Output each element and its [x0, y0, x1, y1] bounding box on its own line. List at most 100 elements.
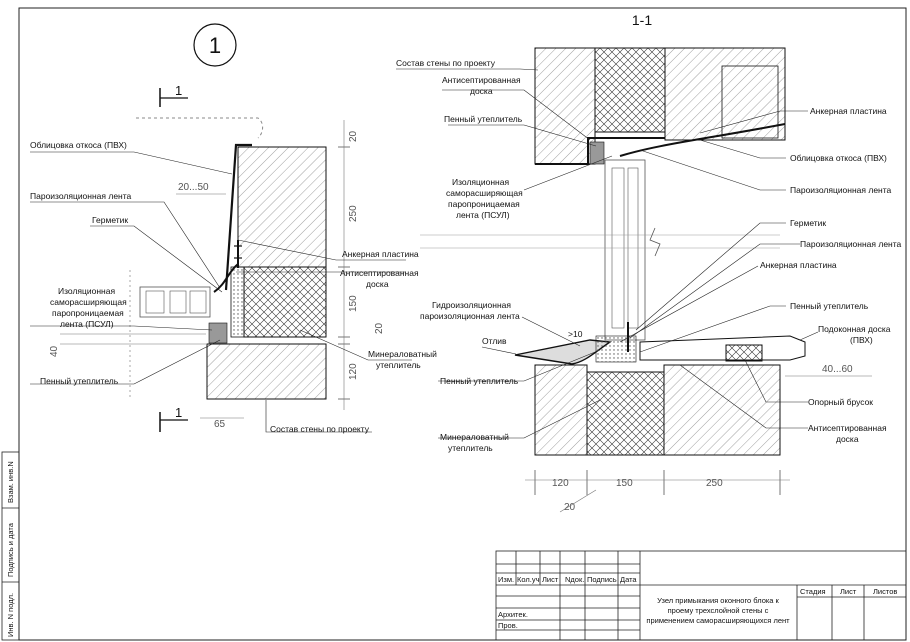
view2-label-germetik: Герметик: [790, 218, 826, 228]
view2-dim-250: 250: [706, 478, 723, 489]
stamp-vzam: Взам. инв.N: [6, 461, 15, 503]
view1-dim-20-mid: 20: [374, 322, 385, 334]
section-ref-bottom: 1: [175, 405, 182, 420]
top-cladding: [619, 123, 786, 157]
section-ref-top: 1: [175, 83, 182, 98]
view2-label-antisept-top-2: доска: [470, 86, 493, 96]
wall-bottom: [206, 343, 327, 400]
foam-block: [208, 322, 228, 344]
view-1: 1 1 1: [30, 23, 437, 434]
view2-label-paroizol-bot: Пароизоляционная лента: [800, 239, 902, 249]
view2-label-psul-1: Изоляционная: [452, 177, 509, 187]
view2-label-antisept-bot-2: доска: [836, 434, 859, 444]
tb-desc-1: Узел примыкания оконного блока к: [657, 596, 779, 605]
view1-dim-120: 120: [348, 363, 359, 380]
view2-dim-120: 120: [552, 478, 569, 489]
view2-label-podokon-2: (ПВХ): [850, 335, 873, 345]
slope-cladding: [224, 143, 252, 291]
support-bar: [725, 344, 763, 362]
bottom-wall-left: [534, 364, 588, 456]
view2-label-opor: Опорный брусок: [808, 397, 873, 407]
view1-dim-250: 250: [348, 205, 359, 222]
view1-dim-65: 65: [214, 419, 226, 430]
view1-label-mineral-2: утеплитель: [376, 360, 421, 370]
view2-dim-20: 20: [564, 502, 576, 513]
tb-col-ndok: Nдок.: [565, 575, 584, 584]
view2-label-oblitsovka: Облицовка откоса (ПВХ): [790, 153, 887, 163]
view1-label-antisept-2: доска: [366, 279, 389, 289]
view2-label-antisept-bot-1: Антисептированная: [808, 423, 887, 433]
view2-label-penny-left: Пенный утеплитель: [440, 376, 519, 386]
top-wall-right: [664, 47, 786, 141]
view2-label-otliv: Отлив: [482, 336, 507, 346]
sill-board: [639, 335, 806, 361]
view1-label-ankernaya: Анкерная пластина: [342, 249, 419, 259]
top-wall-left: [534, 47, 596, 165]
tb-listov: Листов: [873, 587, 897, 596]
section-cut-top: 1: [159, 83, 188, 107]
view1-label-psul-3: паропроницаемая: [52, 308, 124, 318]
view2-label-psul-3: паропроницаемая: [448, 199, 520, 209]
tb-stadiya: Стадия: [800, 587, 826, 596]
bottom-wall-insulation: [586, 371, 665, 456]
view2-dim-40-60: 40...60: [822, 364, 853, 375]
view2-dim-150: 150: [616, 478, 633, 489]
view2-label-slope: >10: [568, 329, 583, 339]
view1-label-penny: Пенный утеплитель: [40, 376, 119, 386]
view1-label-mineral-1: Минераловатный: [368, 349, 437, 359]
view1-label-psul-2: саморасширяющая: [50, 297, 127, 307]
wall-insulation: [243, 266, 327, 338]
view2-label-ankernaya-top: Анкерная пластина: [810, 106, 887, 116]
sheet-frame: [18, 7, 907, 641]
sealant-curve: [213, 263, 239, 293]
view2-label-psul-2: саморасширяющая: [446, 188, 523, 198]
side-stamp: Взам. инв.N Подпись и дата Инв. N подл.: [1, 451, 20, 641]
top-slope: [535, 137, 665, 165]
view1-dim-20-top: 20: [348, 130, 359, 142]
section-cut-bottom: 1: [159, 405, 188, 432]
view1-marker: 1: [209, 33, 221, 58]
view1-dim-20-50: 20...50: [178, 182, 209, 193]
tb-col-kol: Кол.уч: [517, 575, 540, 584]
tb-role-prov: Пров.: [498, 621, 518, 630]
view1-dim-40: 40: [49, 345, 60, 357]
view2-label-ankernaya-bot: Анкерная пластина: [760, 260, 837, 270]
title-block-text: Изм. Кол.уч Лист Nдок. Подпись Дата Архи…: [498, 575, 897, 630]
view1-label-oblitsovka: Облицовка откоса (ПВХ): [30, 140, 127, 150]
view2-label-gidro-2: пароизоляционная лента: [420, 311, 520, 321]
view1-marker-circle: [193, 23, 237, 67]
stamp-podpis: Подпись и дата: [6, 522, 15, 577]
title-block: [495, 550, 907, 641]
window-frame-vertical: [604, 159, 646, 341]
view1-label-paroizol: Пароизоляционная лента: [30, 191, 132, 201]
view2-label-podokon-1: Подоконная доска: [818, 324, 891, 334]
tb-list: Лист: [840, 587, 857, 596]
tb-col-data: Дата: [620, 575, 637, 584]
tb-col-izm: Изм.: [498, 575, 514, 584]
top-wall-insulation: [594, 47, 666, 133]
view2-label-gidro-1: Гидроизоляционная: [432, 300, 511, 310]
tb-desc-2: проему трехслойной стены с: [668, 606, 769, 615]
view2-label-psul-4: лента (ПСУЛ): [456, 210, 510, 220]
window-frame-profile: [139, 286, 211, 318]
stamp-inv: Инв. N подл.: [6, 593, 15, 637]
view1-label-psul-4: лента (ПСУЛ): [60, 319, 114, 329]
view2-label-penny-right: Пенный утеплитель: [790, 301, 869, 311]
wall-board: [230, 266, 245, 338]
tb-role-arch: Архитек.: [498, 610, 528, 619]
view2-label-mineral-2: утеплитель: [448, 443, 493, 453]
wall-brick-top: [237, 146, 327, 268]
view1-label-psul-1: Изоляционная: [58, 286, 115, 296]
bottom-wall-right: [663, 364, 781, 456]
view2-label-paroizol-top: Пароизоляционная лента: [790, 185, 892, 195]
view2-title: 1-1: [632, 12, 652, 28]
tb-col-podp: Подпись: [587, 575, 617, 584]
view2-label-antisept-top-1: Антисептированная: [442, 75, 521, 85]
view2-label-penny-top: Пенный утеплитель: [444, 114, 523, 124]
view-2: 1-1 120 150 250: [396, 12, 902, 513]
view1-dim-150: 150: [348, 295, 359, 312]
view2-label-sostav: Состав стены по проекту: [396, 58, 496, 68]
view1-label-germetik: Герметик: [92, 215, 128, 225]
view1-label-antisept-1: Антисептированная: [340, 268, 419, 278]
